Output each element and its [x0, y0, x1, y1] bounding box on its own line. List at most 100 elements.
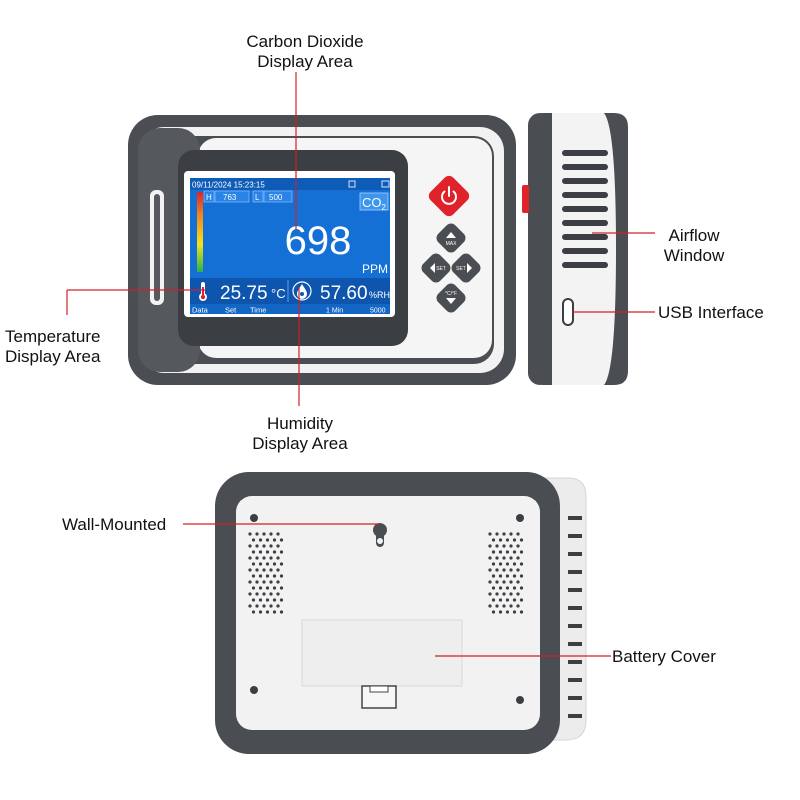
screen-datetime: 09/11/2024 15:23:15 — [192, 181, 265, 190]
label-humidity-line2: Display Area — [252, 434, 348, 453]
vent-dot — [491, 586, 496, 590]
vent-dot — [248, 604, 252, 608]
vent-dot — [255, 580, 259, 584]
vent-dot — [488, 568, 492, 572]
vent-dot — [505, 538, 510, 542]
usb-port — [562, 298, 574, 326]
footer-time: Time — [250, 306, 266, 315]
nav-button-left[interactable]: SET — [419, 251, 453, 285]
vent-dot — [269, 544, 273, 548]
vent-dot — [258, 610, 263, 614]
vent-dot — [262, 532, 266, 536]
vent-dot — [265, 598, 270, 602]
vent-dot — [509, 532, 513, 536]
vent-dot — [488, 580, 492, 584]
label-temperature-line2: Display Area — [5, 347, 101, 366]
vent-dot — [279, 538, 284, 542]
vent-dot — [258, 562, 263, 566]
vent-dot — [516, 544, 520, 548]
low-value: 500 — [269, 193, 283, 202]
gas-badge — [359, 192, 389, 211]
vent-dot — [488, 532, 492, 536]
vent-dot — [509, 604, 513, 608]
vent-dot — [272, 610, 277, 614]
label-wall-mounted: Wall-Mounted — [62, 515, 167, 534]
vent-dot — [505, 550, 510, 554]
svg-text:CO2: CO2 — [362, 195, 387, 212]
vent-dot — [509, 556, 513, 560]
back-vent-dots-left — [248, 532, 284, 614]
vent-dot — [491, 610, 496, 614]
label-co2-area: Carbon Dioxide Display Area — [230, 32, 380, 72]
nav-button-right[interactable]: SET — [449, 251, 483, 285]
humidity-value: 57.60 — [320, 283, 368, 304]
vent-dot — [516, 556, 520, 560]
keyhole-icon — [373, 523, 387, 547]
vent-dot — [498, 574, 503, 578]
vent-dot — [279, 586, 284, 590]
label-humidity-area: Humidity Display Area — [225, 414, 375, 454]
vent-dot — [491, 598, 496, 602]
footer-interval: 1 Min — [326, 308, 343, 315]
vent-dot — [498, 562, 503, 566]
vent-dot — [488, 604, 492, 608]
vent-dot — [495, 568, 499, 572]
vent-dot — [276, 592, 280, 596]
vent-dot — [516, 532, 520, 536]
vent-dot — [502, 604, 506, 608]
high-value: 763 — [223, 193, 237, 202]
vent-dot — [262, 580, 266, 584]
vent-dot — [248, 580, 252, 584]
vent-dot — [276, 544, 280, 548]
nav-button-down[interactable]: °C/°F — [434, 281, 468, 315]
vent-dot — [248, 556, 252, 560]
label-co2-line1: Carbon Dioxide — [246, 32, 364, 51]
vent-dot — [512, 550, 517, 554]
vent-dot — [505, 574, 510, 578]
footer-set: Set — [225, 306, 237, 315]
vent-dot — [519, 550, 524, 554]
vent-dot — [255, 604, 259, 608]
vent-dot — [251, 598, 256, 602]
vent-dot — [269, 604, 273, 608]
vent-dot — [495, 544, 499, 548]
vent-dot — [248, 544, 252, 548]
back-side-vents — [568, 516, 582, 718]
vent-dot — [248, 532, 252, 536]
vent-dot — [255, 592, 259, 596]
button-label-set-left: SET — [436, 266, 446, 272]
vent-dot — [276, 532, 280, 536]
vent-dot — [251, 562, 256, 566]
vent-dot — [502, 556, 506, 560]
vent-dot — [491, 562, 496, 566]
speaker-icon — [348, 180, 356, 188]
vent-dot — [262, 568, 266, 572]
vent-dot — [265, 538, 270, 542]
vent-dot — [262, 556, 266, 560]
vent-dot — [512, 562, 517, 566]
label-airflow: Airflow Window — [652, 226, 736, 266]
screw-hole-bottom-right — [516, 696, 524, 704]
label-usb: USB Interface — [658, 303, 764, 322]
back-vent-dots-right — [488, 532, 524, 614]
vent-dot — [488, 556, 492, 560]
vent-dot — [258, 550, 263, 554]
vent-dot — [272, 550, 277, 554]
vent-dot — [255, 568, 259, 572]
label-airflow-line1: Airflow — [668, 226, 720, 245]
vent-dot — [258, 598, 263, 602]
footer-data: Data — [192, 306, 209, 315]
vent-dot — [265, 574, 270, 578]
nav-button-up[interactable]: MAX — [434, 221, 468, 255]
vent-dot — [251, 574, 256, 578]
vent-dot — [516, 568, 520, 572]
vent-dot — [491, 550, 496, 554]
temperature-value: 25.75 — [220, 283, 268, 304]
side-frame-right — [604, 113, 628, 385]
vent-dot — [519, 562, 524, 566]
vent-dot — [505, 610, 510, 614]
vent-dot — [512, 538, 517, 542]
co2-value: 698 — [285, 219, 352, 263]
vent-dot — [272, 562, 277, 566]
vent-dot — [498, 538, 503, 542]
